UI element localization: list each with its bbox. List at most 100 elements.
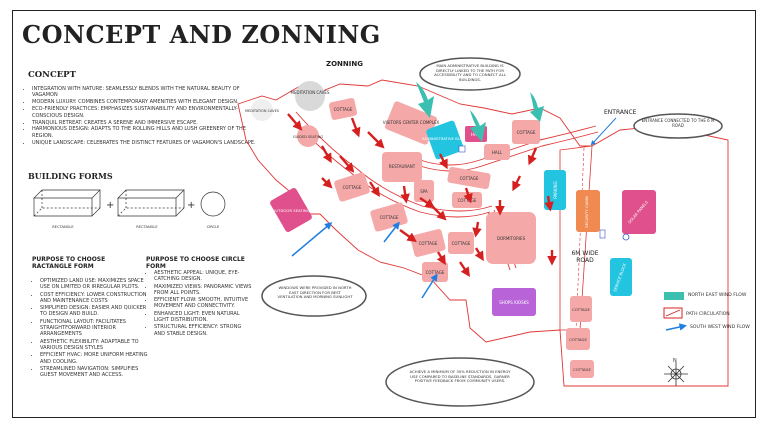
zone-label: HALL (492, 150, 503, 155)
zone-cottage-6 (448, 232, 474, 254)
circle-form (200, 191, 226, 217)
circle-purpose-list: AESTHETIC APPEAL: UNIQUE, EYE-CATCHING D… (146, 270, 252, 338)
admin-note-bubble (419, 57, 521, 91)
zone-label: PARKING (553, 181, 558, 199)
compass-north-label: N (673, 358, 677, 364)
bin-marker (599, 229, 606, 239)
form-label: RECTANGLE (136, 225, 158, 229)
list-item: ENHANCED LIGHT: EVEN NATURAL LIGHT DISTR… (154, 311, 252, 324)
zone-label: COTTAGE (572, 307, 590, 312)
zones: MEDITATION CAVES MEDITATION CAVES GUIDED… (245, 81, 656, 378)
legend-path-label: PATH CIRCULATION (686, 311, 730, 317)
zone-outdoor-seating (270, 188, 312, 232)
entrance-note: ENTRANCE CONNECTED TO THE 6 M ROAD (642, 118, 715, 128)
zone-label: ADMINISTRATIVE BLOCK (422, 136, 468, 141)
zone-label: COTTAGE (458, 198, 477, 203)
list-item: SIMPLIFIED DESIGN: EASIER AND QUICKER TO… (40, 305, 148, 318)
admin-note: MAIN ADMINISTRATIVE BUILDING IS DIRECTLY… (434, 64, 506, 82)
list-item: UNIQUE LANDSCAPE: CELEBRATES THE DISTINC… (32, 140, 264, 146)
page-title: CONCEPT AND ZONNING (22, 20, 381, 49)
zone-label: SHOPS KIOSKS (499, 300, 529, 305)
form-label: RECTANGLE (52, 225, 74, 229)
entrance-label: ENTRANCE (604, 109, 637, 116)
ne-wind-arrows (416, 82, 544, 142)
zone-shops (492, 288, 536, 316)
zone-label: SPA (420, 189, 428, 194)
zone-label: COTTAGE (380, 215, 399, 220)
legend-sw-wind-swatch (665, 323, 687, 331)
zone-label: SECURITY CABIN (584, 196, 589, 228)
zone-guided-seating (297, 125, 319, 147)
plus-sign: + (106, 200, 114, 211)
sw-wind-arrows (291, 221, 438, 299)
road-label: 6M WIDE ROAD (571, 250, 598, 264)
zone-label: COTTAGE (517, 130, 536, 135)
zone-cottage-mid (447, 166, 491, 190)
windows-note: WINDOWS WERE PROVIDED IN NORTH EAST DIRE… (277, 286, 352, 299)
zone-visitor-center (384, 101, 438, 145)
zone-spa (414, 180, 434, 202)
zone-cottage-7 (422, 262, 448, 282)
zone-cottage-r2 (566, 328, 590, 350)
zone-hall-2 (484, 144, 510, 160)
legend-ne-wind-label: NORTH EAST WIND FLOW (688, 292, 747, 298)
legend-path-swatch (663, 307, 683, 319)
bin-marker (622, 233, 630, 241)
bin-marker (458, 145, 466, 153)
zone-admin-block (426, 120, 464, 160)
zone-label: COTTAGE (334, 107, 353, 112)
zone-label: COTTAGE (452, 241, 471, 246)
zone-label: COTTAGE (460, 176, 479, 181)
site-boundary (237, 79, 729, 387)
zone-label: GUIDED SEATING (293, 135, 323, 139)
entrance-arrow (590, 117, 617, 146)
zone-service-block (610, 258, 632, 296)
list-item: STRUCTURAL EFFICIENCY: STRONG AND STABLE… (154, 324, 252, 337)
zone-label: MEDITATION CAVES (245, 109, 280, 113)
zone-label: COTTAGE (419, 241, 438, 246)
rectangle-purpose-heading: PURPOSE TO CHOOSE RACTANGLE FORM (32, 256, 106, 271)
list-item: MAXIMIZED VIEWS: PANORAMIC VIEWS FROM AL… (154, 284, 252, 297)
zone-cottage-r3 (570, 360, 594, 378)
legend-ne-wind-swatch (664, 292, 684, 300)
list-item: MODERN LUXURY: COMBINES CONTEMPORARY AME… (32, 99, 264, 105)
list-item: INTEGRATION WITH NATURE: SEAMLESSLY BLEN… (32, 86, 264, 99)
zone-meditation-caves (295, 81, 325, 111)
list-item: AESTHETIC APPEAL: UNIQUE, EYE-CATCHING D… (154, 270, 252, 283)
zone-label: COTTAGE (343, 185, 362, 190)
zone-cottage-3 (334, 172, 370, 202)
zone-cottage-5 (410, 229, 446, 257)
zone-label: COTTAGE (573, 367, 591, 372)
zone-cottage-r1 (570, 296, 592, 322)
list-item: TRANQUIL RETREAT: CREATES A SERENE AND I… (32, 120, 264, 126)
circle-purpose-heading: PURPOSE TO CHOOSE CIRCLE FORM (146, 256, 245, 271)
legend-sw-wind-label: SOUTH WEST WIND FLOW (690, 324, 750, 330)
zone-label: DORMITORIES (497, 236, 526, 241)
list-item: FUNCTIONAL LAYOUT: FACILITATES STRAIGHTF… (40, 319, 148, 338)
plus-sign: + (187, 200, 195, 211)
zone-meditation-caves-2 (251, 99, 273, 121)
compass-icon (664, 362, 688, 386)
list-item: OPTIMIZED LAND USE: MAXIMIZES SPACE USE … (40, 278, 148, 291)
building-forms-diagram: + + RECTANGLE RECTANGLE CIRCLE (33, 189, 226, 229)
list-item: STREAMLINED NAVIGATION: SIMPLIFIES GUEST… (40, 366, 148, 379)
red-arrows (287, 113, 557, 277)
list-item: EFFICIENT FLOW: SMOOTH, INTUITIVE MOVEME… (154, 297, 252, 310)
zone-restaurant (382, 152, 422, 182)
rectangle-form-1 (33, 189, 101, 217)
energy-note-bubble (385, 357, 535, 407)
list-item: HARMONIOUS DESIGN: ADAPTS TO THE ROLLING… (32, 126, 264, 139)
energy-note: ACHIEVE A MINIMUM OF 30% REDUCTION IN EN… (410, 370, 511, 383)
zone-label: COTTAGE (569, 337, 587, 342)
list-item: COST EFFICIENCY: LOWER CONSTRUCTION AND … (40, 292, 148, 305)
zone-label: RESTAURANT (389, 164, 416, 169)
list-item: ECO-FRIENDLY PRACTICES: EMPHASIZES SUSTA… (32, 106, 264, 119)
list-item: EFFICIENT HVAC: MORE UNIFORM HEATING AND… (40, 352, 148, 365)
form-label: CIRCLE (207, 225, 220, 229)
concept-list: INTEGRATION WITH NATURE: SEAMLESSLY BLEN… (24, 86, 264, 147)
concept-heading: CONCEPT (28, 70, 76, 80)
zone-cottage-top (512, 120, 540, 144)
zoning-heading: ZONNING (326, 60, 363, 68)
zone-cottage (328, 98, 358, 120)
